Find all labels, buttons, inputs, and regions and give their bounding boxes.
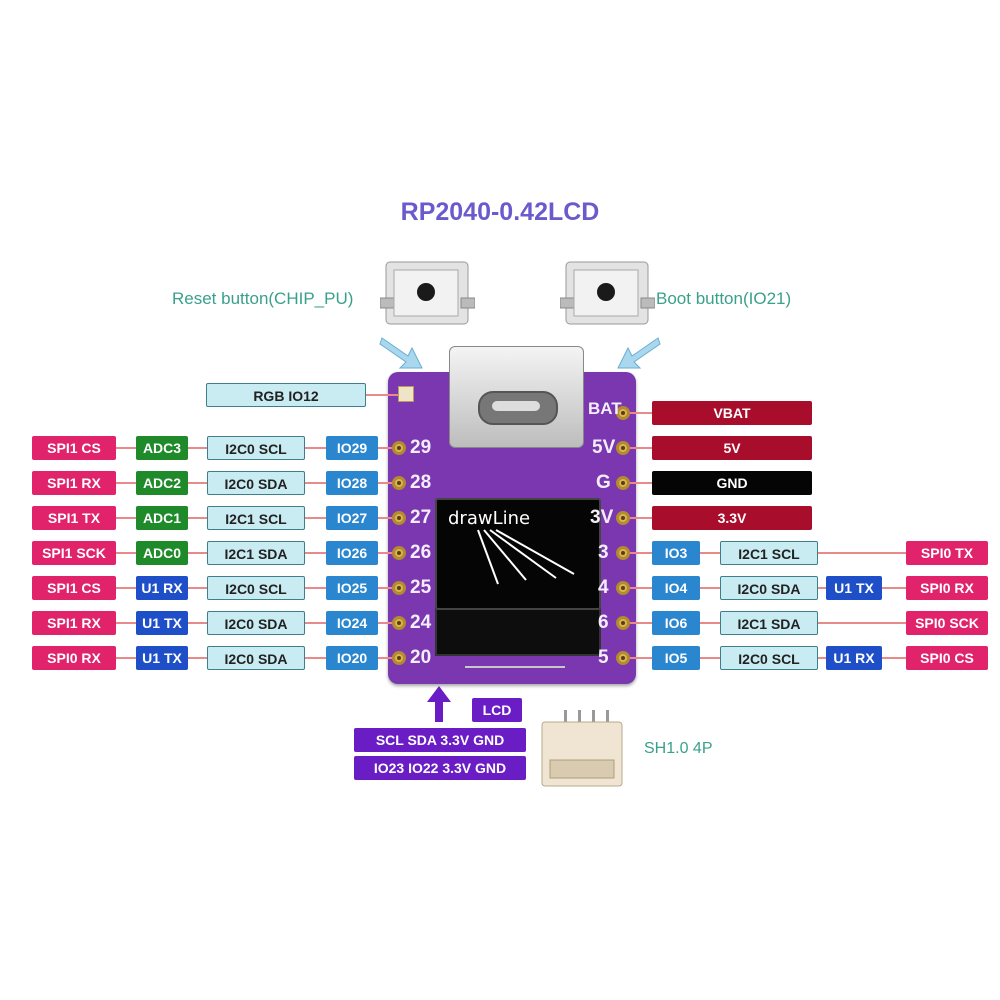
spi-label: SPI1 SCK [32,541,116,565]
io-label: IO5 [652,646,700,670]
pin-pad [392,546,406,560]
power-label: VBAT [652,401,812,425]
pin-pad [616,651,630,665]
pin-number: 25 [410,577,432,598]
power-label: 3.3V [652,506,812,530]
boot-button-caption: Boot button(IO21) [656,289,792,308]
io-label: IO3 [652,541,700,565]
rgb-io12-label: RGB IO12 [206,383,366,407]
i2c-label: I2C0 SCL [207,436,305,460]
io-label: IO6 [652,611,700,635]
uart-label: U1 TX [136,611,188,635]
lcd-glass [435,606,601,656]
spi-label: SPI0 SCK [906,611,988,635]
rgb-led-icon [398,386,414,402]
pin-number: 3 [598,542,609,563]
pin-number: G [596,472,611,493]
lcd-label: LCD [472,698,522,722]
pin-number: BAT [588,399,622,418]
pin-pad [392,616,406,630]
fpc-ribbon [465,650,565,668]
pin-pad [616,511,630,525]
pin-pad [616,441,630,455]
pin-pad [616,546,630,560]
spi-label: SPI0 TX [906,541,988,565]
boot-arrow-icon [617,337,661,369]
pin-pad [616,581,630,595]
pin-number: 27 [410,507,432,528]
io-label: IO24 [326,611,378,635]
i2c-label: I2C0 SDA [207,646,305,670]
usb-c-connector [449,346,584,448]
io-label: IO26 [326,541,378,565]
uart-label: U1 TX [136,646,188,670]
screen-lines [477,529,575,585]
uart-label: U1 RX [826,646,882,670]
i2c-label: I2C1 SDA [207,541,305,565]
spi-label: SPI1 RX [32,611,116,635]
boot-button-image [560,261,655,325]
pin-number: 28 [410,472,432,493]
gnd-label: GND [652,471,812,495]
i2c-label: I2C0 SCL [207,576,305,600]
i2c-label: I2C1 SCL [207,506,305,530]
pin-number: 29 [410,437,432,458]
spi-label: SPI0 RX [32,646,116,670]
i2c-label: I2C0 SCL [720,646,818,670]
connector-label: SH1.0 4P [644,740,713,757]
spi-label: SPI1 CS [32,436,116,460]
pin-pad [392,476,406,490]
pin-number: 4 [598,577,609,598]
spi-label: SPI1 RX [32,471,116,495]
power-label: 5V [652,436,812,460]
i2c-label: I2C1 SCL [720,541,818,565]
pin-number: 5 [598,647,609,668]
io-label: IO25 [326,576,378,600]
adc-label: ADC2 [136,471,188,495]
io-label: IO28 [326,471,378,495]
lcd-arrow-icon [427,686,451,722]
uart-label: U1 RX [136,576,188,600]
pin-pad [616,406,630,420]
pin-pad [392,651,406,665]
screen-text: drawLine [448,508,531,529]
i2c-label: I2C0 SDA [720,576,818,600]
adc-label: ADC1 [136,506,188,530]
pin-pad [616,616,630,630]
pin-pad [616,476,630,490]
pin-number: 5V [592,437,616,458]
reset-button-caption: Reset button(CHIP_PU) [172,289,354,308]
pin-number: 26 [410,542,432,563]
adc-label: ADC3 [136,436,188,460]
i2c-label: I2C0 SDA [207,471,305,495]
pin-pad [392,581,406,595]
spi-label: SPI1 CS [32,576,116,600]
page-title: RP2040-0.42LCD [400,198,600,226]
lcd-screen [435,498,601,610]
spi-label: SPI0 RX [906,576,988,600]
pin-number: 20 [410,647,432,668]
pin-pad [392,511,406,525]
io-label: IO27 [326,506,378,530]
pin-number: 24 [410,612,432,633]
io-label: IO29 [326,436,378,460]
i2c-label: I2C1 SDA [720,611,818,635]
i2c-label: I2C0 SDA [207,611,305,635]
io-label: IO4 [652,576,700,600]
uart-label: U1 TX [826,576,882,600]
sh1-connector-image [541,710,623,787]
pin-number: 6 [598,612,609,633]
adc-label: ADC0 [136,541,188,565]
pin-pad [392,441,406,455]
lcd-pins-label: IO23 IO22 3.3V GND [354,756,526,780]
reset-button-image [380,261,475,325]
lcd-signals-label: SCL SDA 3.3V GND [354,728,526,752]
reset-arrow-icon [379,337,423,369]
pin-number: 3V [590,507,614,528]
io-label: IO20 [326,646,378,670]
spi-label: SPI0 CS [906,646,988,670]
spi-label: SPI1 TX [32,506,116,530]
